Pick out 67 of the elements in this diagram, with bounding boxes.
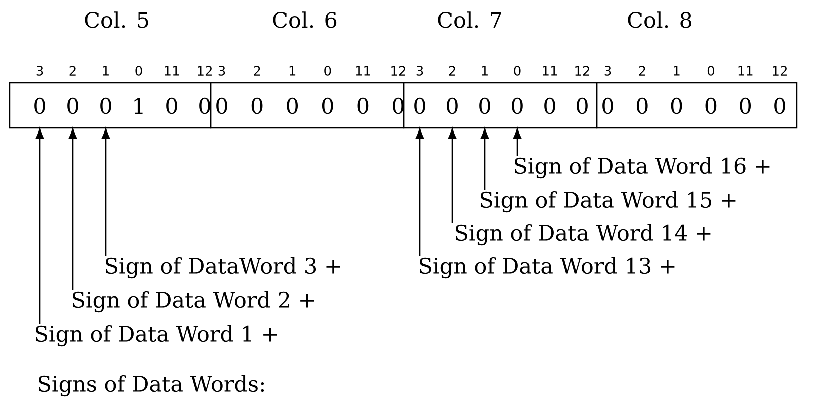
digit: 0 (414, 98, 426, 114)
digit: 0 (544, 98, 556, 114)
digit: 0 (447, 98, 458, 114)
row-number: 2 (254, 66, 260, 76)
digit: 0 (216, 98, 228, 114)
row-number: 0 (708, 66, 714, 76)
row-number: 2 (639, 66, 646, 76)
digit: 0 (358, 98, 369, 114)
row-number: 12 (392, 66, 406, 76)
node-label: Col. 8 (628, 12, 692, 28)
row-number: 11 (738, 66, 753, 76)
node-label: Col. 6 (273, 12, 337, 28)
sign-label: Sign of Data Word 2 + (73, 291, 314, 313)
row-number: 1 (290, 66, 296, 76)
sign-label: Sign of Data Word 15 + (481, 191, 736, 213)
row-number: 0 (136, 66, 142, 76)
row-number: 11 (356, 66, 370, 76)
digit: 0 (393, 98, 404, 114)
arrow (36, 128, 44, 324)
row-number: 1 (674, 66, 680, 76)
row-number: 0 (514, 66, 521, 76)
digit: 0 (252, 98, 263, 114)
row-number: 3 (36, 66, 44, 76)
row-number: 12 (198, 66, 212, 76)
row-number: 2 (449, 66, 456, 76)
row-number: 12 (576, 66, 590, 76)
note: Signs of Data Words: (39, 375, 264, 397)
row-number: 3 (416, 66, 424, 76)
digit: 0 (68, 98, 78, 114)
node-label: Col. 5 (85, 12, 148, 28)
sign-label: Sign of DataWord 3 + (106, 257, 340, 279)
sign-label: Sign of Data Word 14 + (456, 224, 711, 246)
digit: 0 (671, 98, 682, 114)
sign-label: Sign of Data Word 1 + (36, 325, 278, 347)
arrow (416, 128, 424, 256)
arrow (513, 128, 522, 156)
digit: 0 (774, 98, 786, 114)
digit: 1 (134, 98, 143, 114)
row-number: 3 (604, 66, 612, 76)
sign-label: Sign of Data Word 16 + (515, 157, 770, 179)
digit: 0 (512, 98, 523, 114)
digit: 0 (740, 98, 752, 114)
digit: 0 (287, 98, 298, 114)
arrow (68, 128, 78, 290)
digit: 0 (706, 98, 717, 114)
node-label: Col. 7 (438, 12, 502, 28)
digit: 0 (480, 98, 490, 114)
row-number: 0 (324, 66, 332, 76)
digit: 0 (577, 98, 588, 114)
row-number: 12 (773, 66, 787, 76)
arrow (102, 128, 110, 256)
digit: 0 (636, 98, 648, 114)
row-number: 2 (70, 66, 76, 76)
row-number: 1 (482, 66, 488, 76)
arrow (448, 128, 457, 224)
digit: 0 (200, 98, 210, 114)
digit: 0 (166, 98, 178, 114)
digit: 0 (602, 98, 614, 114)
row-number: 1 (103, 66, 109, 76)
digit: 0 (34, 98, 46, 114)
row-number: 11 (165, 66, 180, 76)
row-number: 3 (218, 66, 226, 76)
row-number: 11 (543, 66, 558, 76)
digit: 0 (322, 98, 334, 114)
sign-label: Sign of Data Word 13 + (420, 257, 675, 279)
arrow (480, 128, 490, 190)
digit: 0 (100, 98, 112, 114)
